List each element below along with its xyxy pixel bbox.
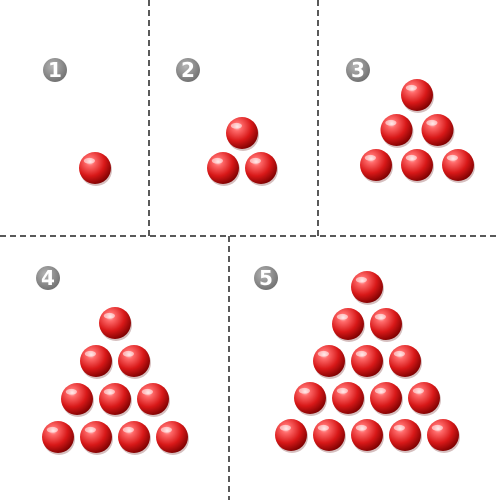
step-number-badge: 3 <box>346 58 370 82</box>
red-ball <box>294 382 327 416</box>
red-ball <box>99 383 132 417</box>
red-ball <box>401 79 434 113</box>
step-number-badge: 5 <box>254 266 278 290</box>
step-number-label: 5 <box>259 266 273 290</box>
red-ball <box>118 345 151 379</box>
red-ball <box>156 421 189 455</box>
red-ball <box>351 419 384 453</box>
red-ball <box>370 308 403 342</box>
red-ball <box>427 419 460 453</box>
step-number-badge: 2 <box>176 58 200 82</box>
red-ball <box>332 308 365 342</box>
red-ball <box>370 382 403 416</box>
red-ball <box>80 345 113 379</box>
red-ball <box>226 117 259 151</box>
red-ball <box>42 421 75 455</box>
step-number-label: 2 <box>181 58 195 82</box>
red-ball <box>332 382 365 416</box>
red-ball <box>351 345 384 379</box>
badge-circle <box>43 58 67 82</box>
red-ball <box>313 345 346 379</box>
red-ball <box>99 307 132 341</box>
panel-2: 2 <box>176 58 278 186</box>
step-number-label: 4 <box>41 266 55 290</box>
panels: 1 2 3 4 5 <box>36 58 475 455</box>
panel-1: 1 <box>43 58 112 186</box>
red-ball <box>313 419 346 453</box>
red-ball <box>408 382 441 416</box>
step-number-badge: 4 <box>36 266 60 290</box>
red-ball <box>351 271 384 305</box>
red-ball <box>401 149 434 183</box>
ball-triangle <box>42 307 189 455</box>
red-ball <box>137 383 170 417</box>
red-ball <box>245 152 278 186</box>
red-ball <box>61 383 94 417</box>
step-number-label: 1 <box>48 58 62 82</box>
badge-circle <box>176 58 200 82</box>
red-ball <box>389 419 422 453</box>
step-number-badge: 1 <box>43 58 67 82</box>
ball-triangle <box>360 79 475 183</box>
red-ball <box>207 152 240 186</box>
panel-5: 5 <box>254 266 460 453</box>
badge-circle <box>36 266 60 290</box>
red-ball <box>275 419 308 453</box>
red-ball <box>80 421 113 455</box>
red-ball <box>421 114 455 148</box>
red-ball <box>79 152 112 186</box>
badge-circle <box>346 58 370 82</box>
red-ball <box>118 421 151 455</box>
panel-4: 4 <box>36 266 189 455</box>
step-number-label: 3 <box>351 58 365 82</box>
ball-triangle <box>207 117 278 186</box>
red-ball <box>360 149 393 183</box>
red-ball <box>442 149 475 183</box>
ball-triangle <box>275 271 460 453</box>
red-ball <box>380 114 414 148</box>
ball-triangle <box>79 152 112 186</box>
panel-3: 3 <box>346 58 475 183</box>
badge-circle <box>254 266 278 290</box>
red-ball <box>389 345 422 379</box>
